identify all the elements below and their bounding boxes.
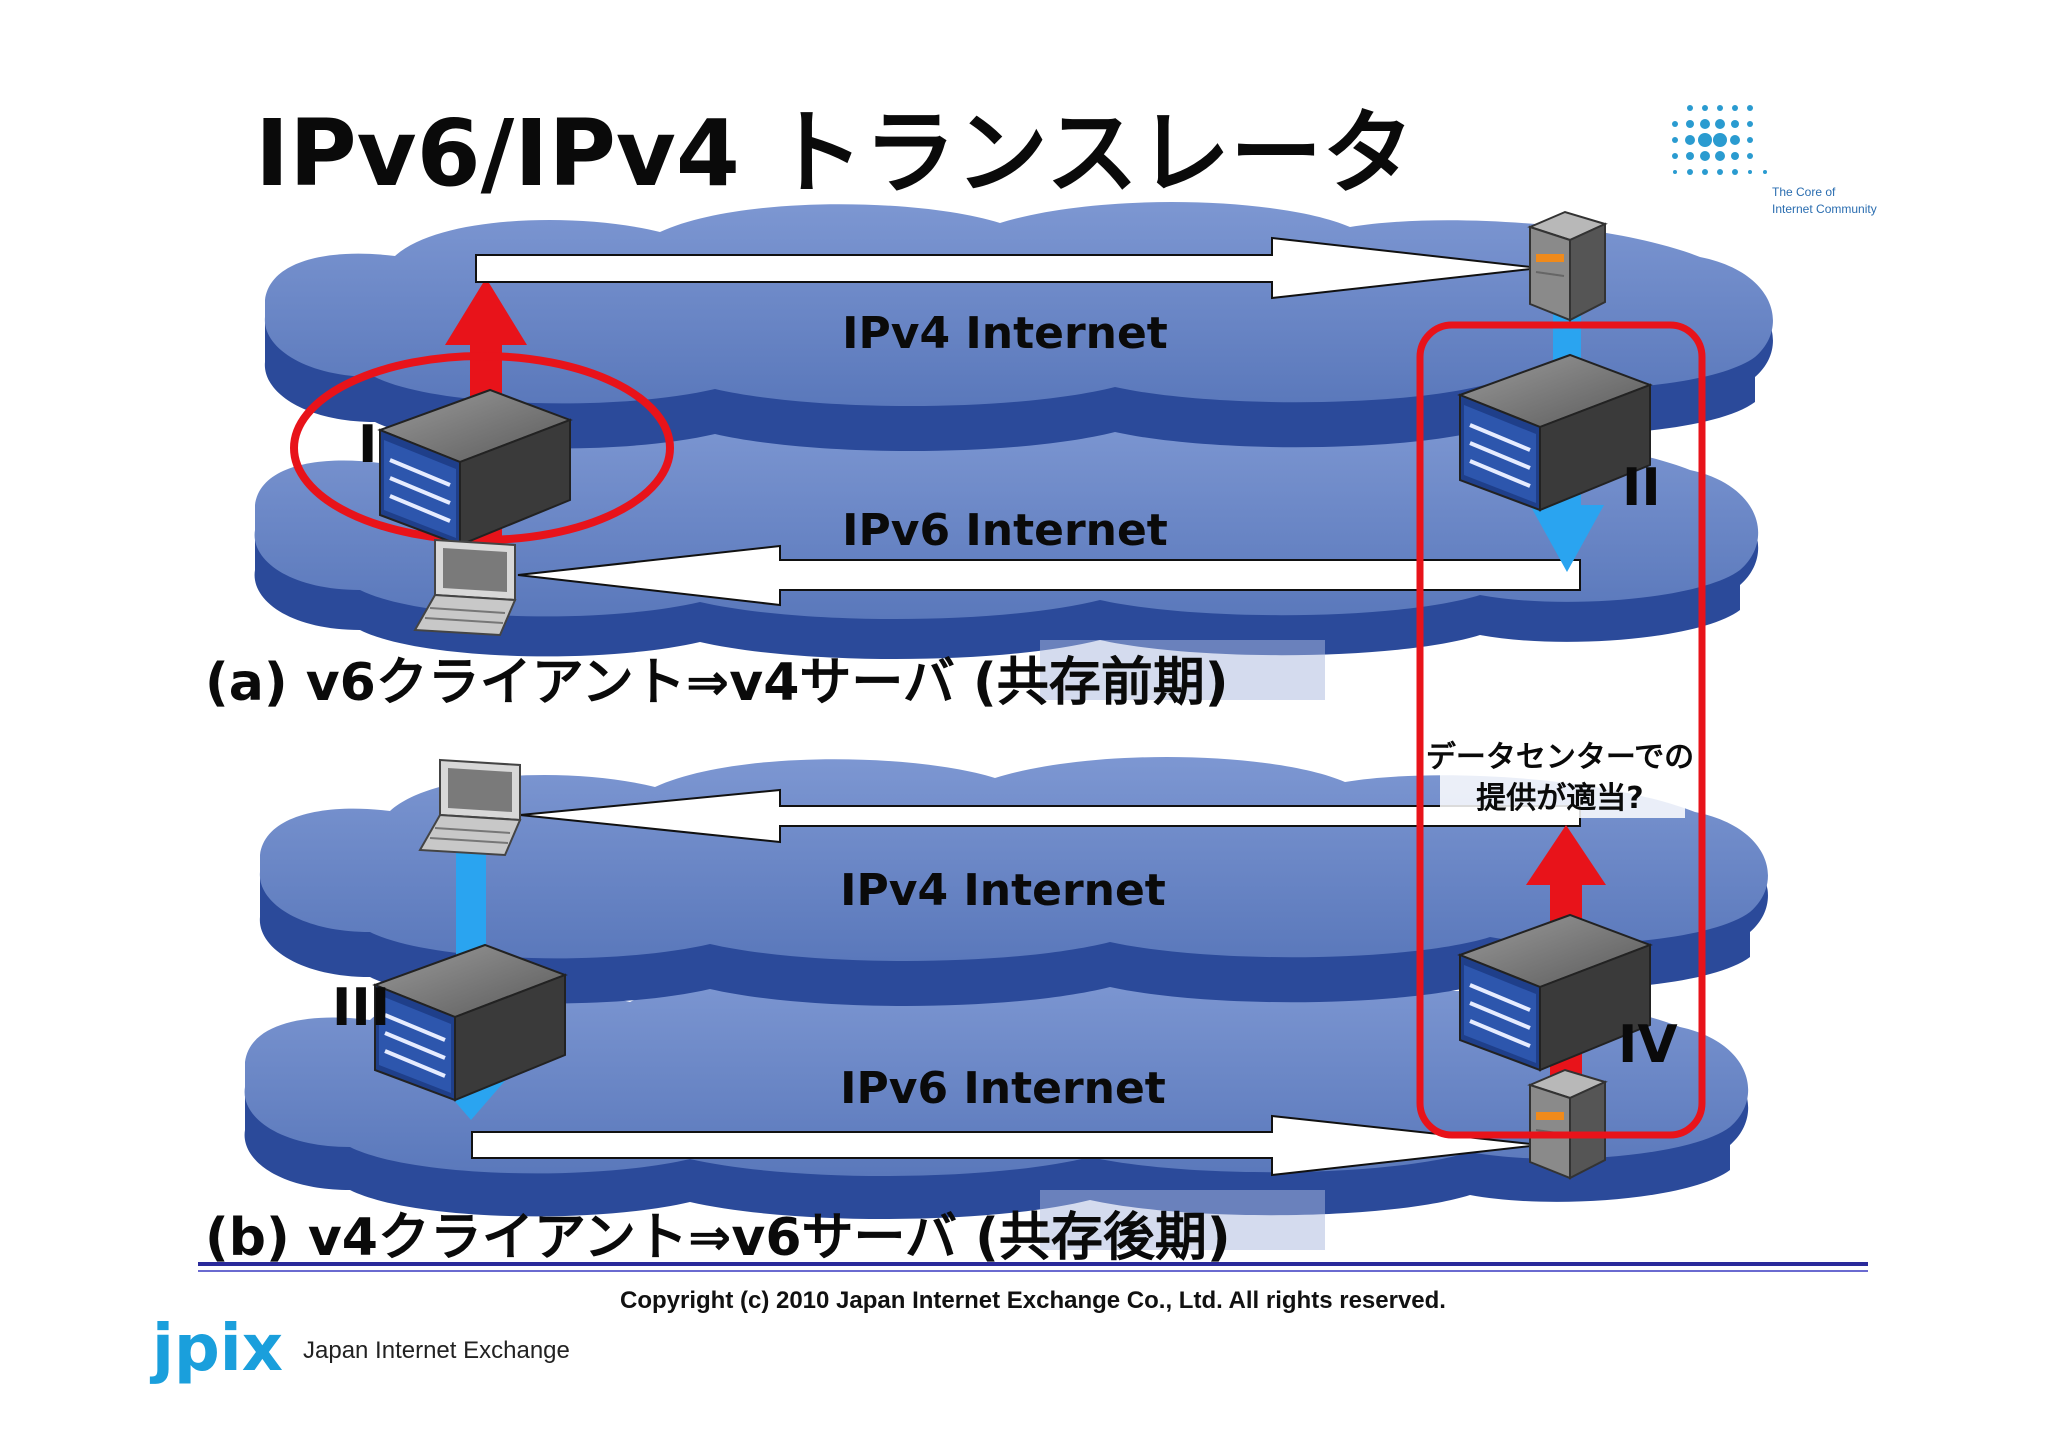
server-icon bbox=[1529, 1069, 1606, 1179]
white-arrow-left-a bbox=[517, 544, 1581, 607]
translator-iii-label: III bbox=[332, 978, 390, 1038]
callout-line-1: データセンターでの bbox=[1426, 740, 1694, 775]
translator-iv-label: IV bbox=[1618, 1015, 1678, 1075]
footer-divider bbox=[198, 1262, 1868, 1266]
jpix-wordmark: jpix bbox=[149, 1312, 283, 1386]
slide-title: IPv6/IPv4 トランスレータ bbox=[255, 100, 1414, 207]
diagram-a: IPv4 Internet IPv6 Internet I II (a) bbox=[205, 202, 1773, 713]
logo-tagline-1: The Core of bbox=[1772, 185, 1836, 199]
translator-i-label: I bbox=[358, 415, 377, 475]
company-name: Japan Internet Exchange bbox=[303, 1337, 570, 1364]
ipv6-label-b: IPv6 Internet bbox=[840, 1063, 1166, 1114]
logo-tagline-2: Internet Community bbox=[1772, 202, 1877, 216]
white-arrow-left-b bbox=[519, 788, 1581, 844]
caption-b: (b) v4クライアント⇒v6サーバ (共存後期) bbox=[205, 1208, 1231, 1268]
ipv4-label-a: IPv4 Internet bbox=[842, 308, 1168, 359]
white-arrow-right-b bbox=[471, 1114, 1541, 1177]
highlight-ellipse bbox=[290, 352, 674, 544]
server-icon bbox=[1529, 211, 1606, 321]
ipv4-label-b: IPv4 Internet bbox=[840, 865, 1166, 916]
caption-a: (a) v6クライアント⇒v4サーバ (共存前期) bbox=[205, 653, 1229, 713]
jpix-logo: jpix Japan Internet Exchange bbox=[149, 1312, 570, 1386]
community-logo: The Core of Internet Community bbox=[1672, 105, 1877, 216]
ipv6-label-a: IPv6 Internet bbox=[842, 505, 1168, 556]
datacenter-highlight-box bbox=[1416, 321, 1706, 1139]
callout-line-2: 提供が適当? bbox=[1476, 781, 1643, 816]
copyright-text: Copyright (c) 2010 Japan Internet Exchan… bbox=[620, 1287, 1446, 1314]
diagram-b: IPv4 Internet IPv6 Internet III IV (b) v… bbox=[205, 757, 1768, 1268]
white-arrow-right-a bbox=[475, 236, 1541, 300]
translator-ii-label: II bbox=[1622, 458, 1661, 518]
